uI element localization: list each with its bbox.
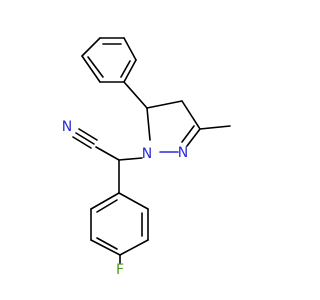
- aryl-bond: [90, 239, 121, 256]
- methyl-bond: [199, 125, 231, 130]
- pyrazoline-n1-label: N: [142, 146, 152, 162]
- phenyl-double-bond: [87, 56, 104, 78]
- aryl-bond: [119, 239, 149, 256]
- fluorine-label: F: [116, 262, 124, 278]
- phenyl-double-bond: [120, 60, 131, 78]
- phenyl-bond: [81, 55, 101, 83]
- ring-bond-n1-c5: [146, 107, 151, 141]
- phenyl-to-c5-bond: [123, 81, 148, 109]
- ring-bond-c4-c3: [181, 100, 201, 130]
- phenyl-bond: [123, 37, 137, 61]
- aryl-double-bond: [96, 237, 118, 250]
- nitrile-triple-bond-3: [72, 136, 92, 149]
- nitrile-triple-bond-1: [75, 132, 95, 145]
- aryl-bond: [118, 192, 149, 210]
- molecule-structure: N N N F: [62, 37, 231, 278]
- pyrazoline-ring: [146, 100, 201, 153]
- aryl-bond: [90, 192, 120, 210]
- n1-to-ch-bond: [118, 157, 143, 161]
- nitrile-triple-bond-2: [78, 128, 98, 141]
- phenyl-bond: [81, 37, 101, 57]
- phenyl-bond: [123, 59, 137, 83]
- phenyl-ring: [81, 37, 137, 83]
- ch-to-cn-bond: [95, 146, 120, 161]
- ring-bond-c3-n2-double: [181, 125, 195, 143]
- aryl-double-bond: [96, 199, 118, 213]
- ring-bond-c5-c4: [146, 100, 183, 109]
- fluorophenyl-ring: [90, 192, 149, 256]
- ring-bond-c3-n2: [186, 128, 201, 147]
- pyrazoline-n2-label: N: [178, 145, 188, 161]
- nitrile-nitrogen-label: N: [62, 119, 72, 135]
